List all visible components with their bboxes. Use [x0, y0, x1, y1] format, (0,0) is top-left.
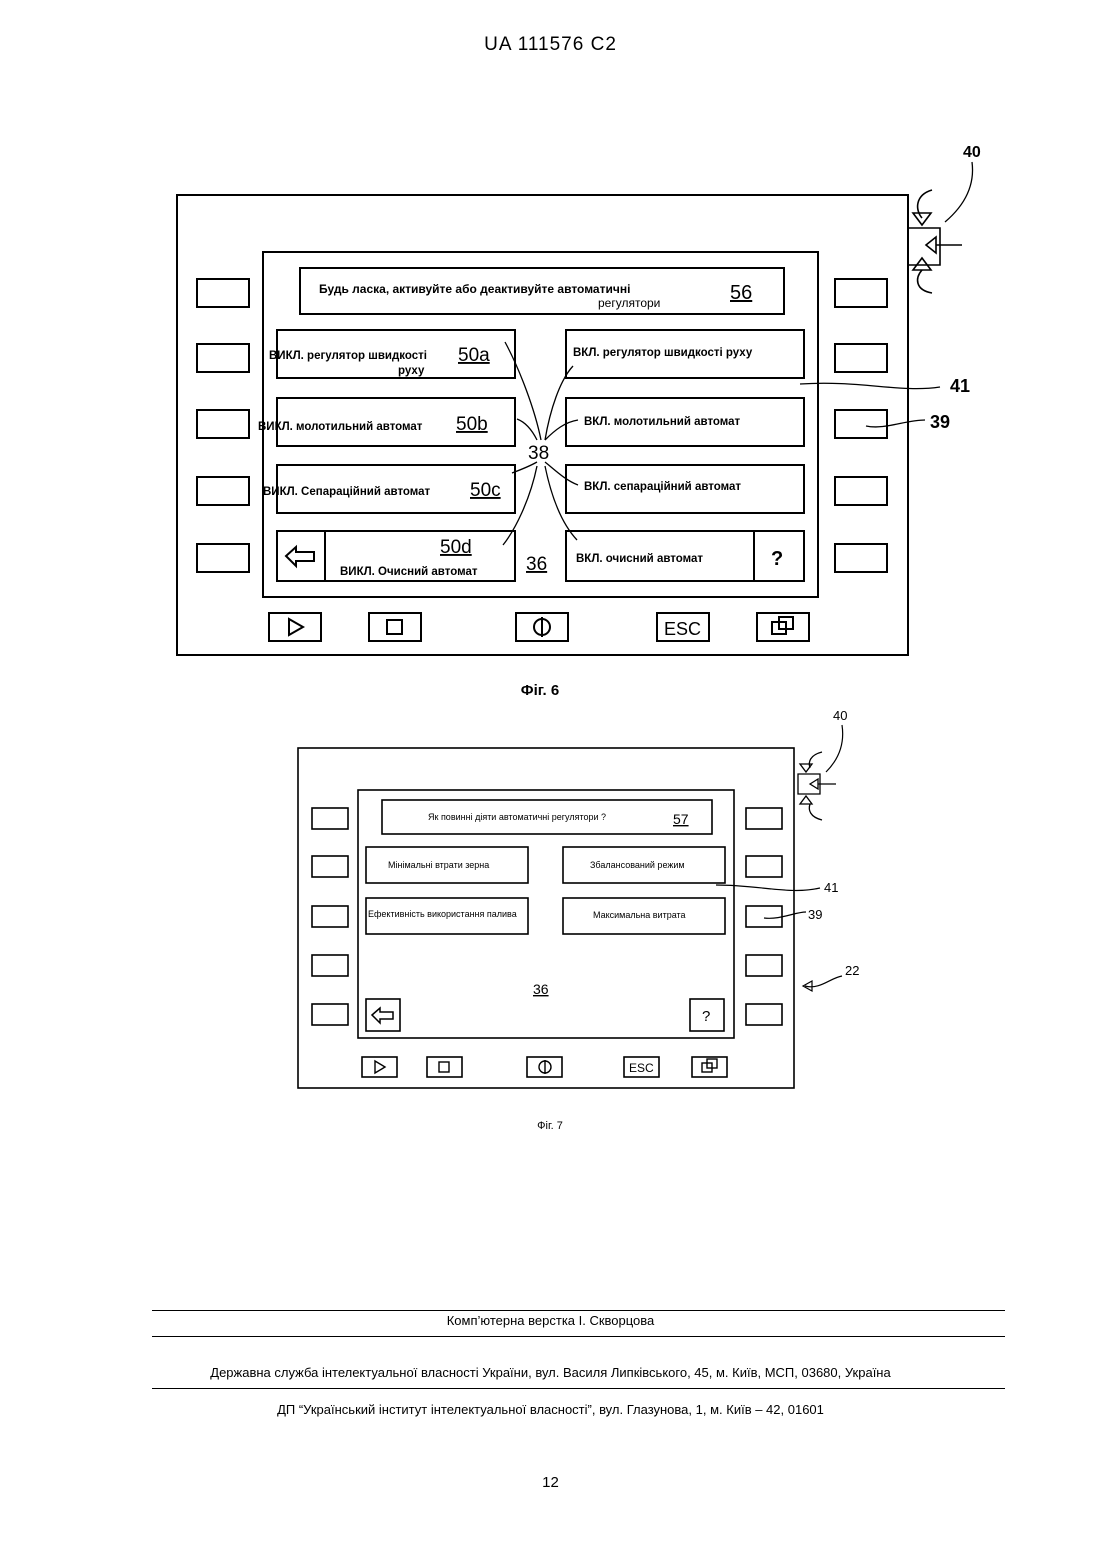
- stop-key[interactable]: [427, 1057, 462, 1077]
- option-label: Збалансований режим: [590, 860, 685, 870]
- rocker-switch[interactable]: [798, 752, 836, 820]
- option-label: Мінімальні втрати зерна: [388, 860, 489, 870]
- figure-7-caption: Фіг. 7: [500, 1120, 600, 1132]
- windows-key[interactable]: [692, 1057, 727, 1077]
- footer-rule: [152, 1310, 1005, 1311]
- footer-rule: [152, 1336, 1005, 1337]
- page-number: 12: [0, 1474, 1101, 1491]
- side-key[interactable]: [312, 808, 348, 829]
- option-label: Максимальна витрата: [593, 910, 686, 920]
- footer-typesetting: Комп’ютерна верстка І. Скворцова: [0, 1313, 1101, 1328]
- footer-office: Державна служба інтелектуальної власност…: [0, 1365, 1101, 1380]
- side-key[interactable]: [746, 856, 782, 877]
- footer-institute: ДП “Український інститут інтелектуальної…: [0, 1402, 1101, 1417]
- side-key[interactable]: [312, 856, 348, 877]
- ref-40: 40: [833, 708, 847, 723]
- help-label: ?: [702, 1008, 710, 1025]
- play-key[interactable]: [362, 1057, 397, 1077]
- figure-7: Як повинні діяти автоматичні регулятори …: [0, 0, 1101, 1100]
- side-key[interactable]: [746, 808, 782, 829]
- ref-57: 57: [673, 811, 689, 827]
- esc-label: ESC: [629, 1061, 654, 1075]
- leader-40: [826, 725, 843, 772]
- side-key[interactable]: [312, 906, 348, 927]
- option-label: Ефективність використання палива: [368, 909, 517, 919]
- side-key[interactable]: [746, 1004, 782, 1025]
- ref-39: 39: [808, 907, 822, 922]
- leader-41: [716, 885, 820, 890]
- prompt-text: Як повинні діяти автоматичні регулятори …: [428, 812, 606, 822]
- side-key[interactable]: [746, 955, 782, 976]
- footer-rule: [152, 1388, 1005, 1389]
- side-key[interactable]: [312, 1004, 348, 1025]
- ref-41: 41: [824, 880, 838, 895]
- ref-36: 36: [533, 981, 549, 997]
- side-key[interactable]: [312, 955, 348, 976]
- ref-22: 22: [845, 963, 859, 978]
- side-key[interactable]: [746, 906, 782, 927]
